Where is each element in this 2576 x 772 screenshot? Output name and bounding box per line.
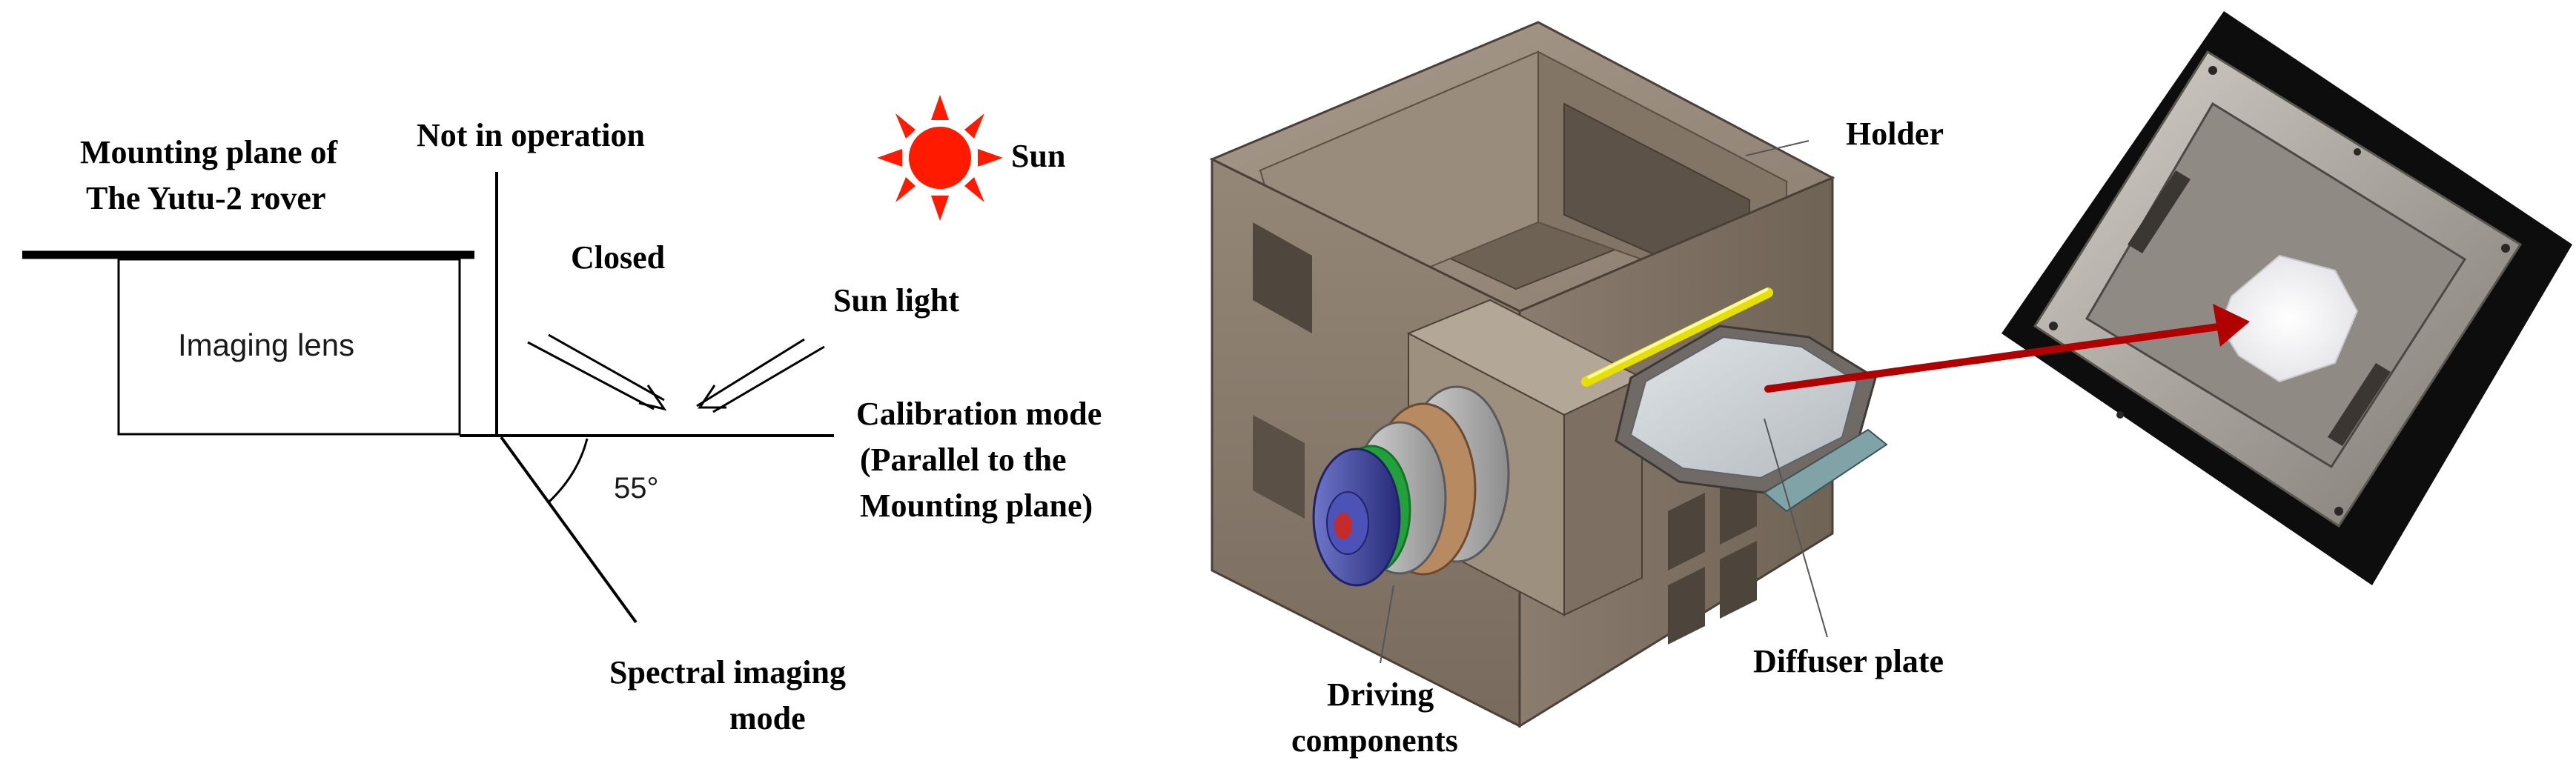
sun-label: Sun <box>1011 138 1065 174</box>
spectral-mode-line2: mode <box>729 700 806 736</box>
closed-label: Closed <box>571 239 665 276</box>
cad-assembly: Holder Diffuser plate Driving components <box>1209 21 1944 759</box>
mounting-plane-label-line2: The Yutu-2 rover <box>86 180 326 216</box>
driving-leader <box>1380 585 1394 664</box>
diffuser-leader <box>1764 418 1828 638</box>
imaging-lens-box <box>117 258 461 436</box>
diffuser-plate-shape <box>1629 336 1858 479</box>
pointer-arrow <box>1764 304 2250 393</box>
holder-leader <box>1745 140 1810 156</box>
holder-label: Holder <box>1846 116 1944 152</box>
sun-light-rays <box>527 333 825 413</box>
schematic-panel: Mounting plane of The Yutu-2 rover Not i… <box>22 95 1102 736</box>
holder-slot <box>1253 222 1312 333</box>
driving-components-line1: Driving <box>1327 676 1434 713</box>
diffuser-side-bar <box>1763 428 1888 513</box>
yellow-rod-highlight <box>1587 287 1769 379</box>
driving-components-line2: components <box>1291 722 1458 759</box>
yellow-rod <box>1581 287 1773 387</box>
diffuser-plate-label: Diffuser plate <box>1753 643 1944 679</box>
calibration-mode-line1: Calibration mode <box>856 396 1102 432</box>
angle-arc <box>547 438 589 504</box>
mounting-plane-label-line1: Mounting plane of <box>80 134 339 170</box>
photo-slot <box>2328 363 2391 446</box>
not-in-operation-label: Not in operation <box>417 117 645 153</box>
photo-holes <box>2049 66 2510 516</box>
calibration-mode-line2: (Parallel to the <box>860 442 1067 478</box>
motor-assembly <box>1312 385 1510 587</box>
angle-label: 55° <box>614 472 659 505</box>
spectral-mode-line1: Spectral imaging <box>609 654 846 691</box>
spectral-mode-line <box>500 436 638 624</box>
diffuser-photo <box>2001 11 2572 585</box>
sun-light-label: Sun light <box>833 282 959 319</box>
sun-icon <box>877 95 1003 221</box>
calibration-mode-line3: Mounting plane) <box>860 488 1093 524</box>
holder-slot <box>1253 415 1305 519</box>
photo-slot <box>2128 170 2191 253</box>
holder-lattice <box>1668 467 1757 645</box>
imaging-lens-label: Imaging lens <box>178 327 354 362</box>
